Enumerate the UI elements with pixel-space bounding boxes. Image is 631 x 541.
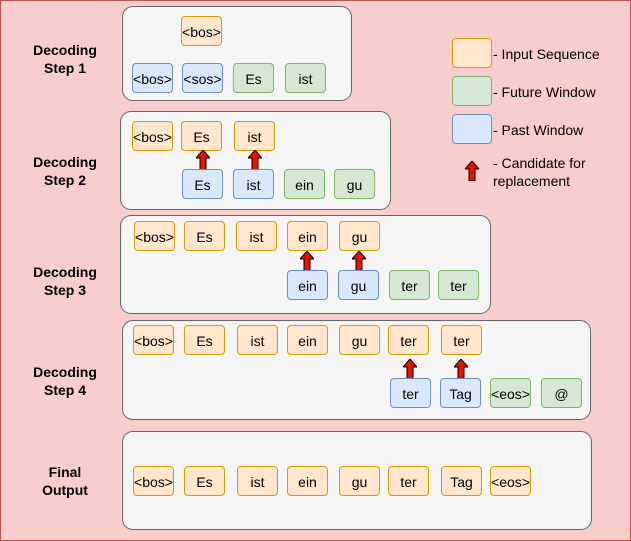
token-input: Es [184,325,225,355]
candidate-arrow-icon [300,251,314,271]
legend-candidate-label: - Candidate for replacement [493,155,586,189]
token-future: ein [284,169,325,199]
legend-future-swatch [452,76,492,106]
legend-past-label: - Past Window [493,122,584,138]
step-3-label-line-2: Step 3 [43,282,86,298]
token-output: ter [388,466,429,496]
step-1-label-line-2: Step 1 [43,60,86,76]
token-input: <bos> [133,325,174,355]
token-past: ein [287,270,328,300]
token-past: gu [338,270,379,300]
step-1-label-line-1: Decoding [33,42,97,58]
token-past: ter [390,378,431,408]
token-past: Tag [440,378,481,408]
token-input: ist [234,121,275,151]
step-2-label-line-1: Decoding [33,154,97,170]
step-2-label-line-2: Step 2 [43,172,86,188]
token-output: Tag [441,466,482,496]
token-input: <bos> [181,16,222,46]
legend-input-label: - Input Sequence [493,46,600,62]
step-4-label-line-1: Decoding [33,364,97,380]
token-input: ein [287,325,328,355]
token-future: <eos> [490,378,531,408]
step-4-label-line-2: Step 4 [43,382,86,398]
legend-past-swatch [452,114,492,144]
candidate-arrow-icon [248,150,262,170]
legend-candidate-arrow-icon [465,161,479,181]
token-input: <bos> [132,121,173,151]
token-input: gu [339,325,380,355]
token-output: <bos> [133,466,174,496]
candidate-arrow-icon [196,150,210,170]
legend-future-label: - Future Window [493,84,596,100]
token-input: ein [287,221,328,251]
token-input: Es [181,121,222,151]
candidate-arrow-icon [403,359,417,379]
token-input: ist [236,221,277,251]
token-output: ein [287,466,328,496]
final-output-label-line-2: Output [42,482,88,498]
token-future: ter [389,270,430,300]
token-future: Es [233,63,274,93]
token-input: ter [388,325,429,355]
step-3-label-line-1: Decoding [33,264,97,280]
final-output-label-line-1: Final [48,464,82,480]
token-output: Es [184,466,225,496]
token-future: @ [541,378,582,408]
token-input: gu [339,221,380,251]
candidate-arrow-icon [454,359,468,379]
token-past: <sos> [182,63,223,93]
token-output: <eos> [490,466,531,496]
legend-input-swatch [452,38,492,68]
token-past: Es [182,169,223,199]
token-future: ter [438,270,479,300]
token-input: ist [237,325,278,355]
token-future: gu [334,169,375,199]
token-future: ist [285,63,326,93]
token-input: ter [441,325,482,355]
token-input: <bos> [134,221,175,251]
token-past: <bos> [132,63,173,93]
token-output: gu [339,466,380,496]
token-input: Es [184,221,225,251]
candidate-arrow-icon [352,251,366,271]
token-output: ist [237,466,278,496]
token-past: ist [233,169,274,199]
